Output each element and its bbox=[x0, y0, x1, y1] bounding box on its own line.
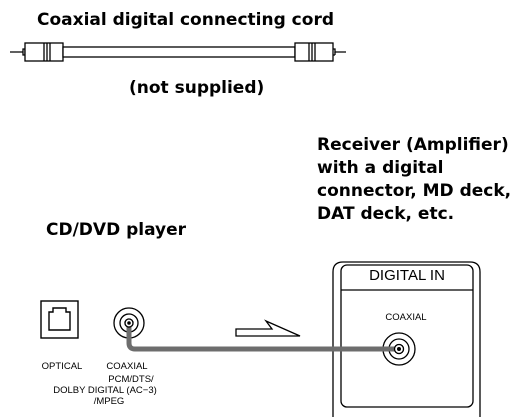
cord-note: (not supplied) bbox=[129, 78, 265, 98]
cable-end-player-dot bbox=[127, 321, 131, 325]
receiver-label-line-1: Receiver (Amplifier) bbox=[317, 135, 509, 155]
receiver-box bbox=[332, 261, 481, 417]
receiver-label-line-3: connector, MD deck, bbox=[317, 181, 512, 201]
cord-right-plug-body bbox=[294, 42, 334, 62]
receiver-label: Receiver (Amplifier) with a digital conn… bbox=[317, 134, 511, 226]
optical-jack-label: OPTICAL bbox=[41, 361, 83, 372]
receiver-outline bbox=[332, 261, 481, 417]
cord-title: Coaxial digital connecting cord bbox=[37, 10, 334, 30]
digital-in-panel bbox=[340, 264, 474, 408]
format-line-3: /MPEG bbox=[93, 396, 125, 407]
receiver-label-line-4: DAT deck, etc. bbox=[317, 204, 455, 224]
cord-cable bbox=[62, 46, 296, 58]
format-line-1: PCM/DTS/ bbox=[108, 374, 154, 385]
player-label: CD/DVD player bbox=[46, 220, 187, 240]
receiver-jack-label: COAXIAL bbox=[385, 312, 427, 323]
connection-cable bbox=[126, 320, 402, 352]
cable-end-receiver-dot bbox=[397, 347, 401, 351]
format-labels: PCM/DTS/ DOLBY DIGITAL (AC−3) /MPEG bbox=[20, 374, 190, 407]
cord-left-plug-tip bbox=[10, 48, 26, 56]
receiver-label-line-2: with a digital bbox=[317, 158, 444, 178]
format-line-2: DOLBY DIGITAL (AC−3) bbox=[53, 385, 157, 396]
receiver-panel-title: DIGITAL IN bbox=[369, 267, 445, 284]
signal-direction-arrow bbox=[235, 319, 301, 337]
coaxial-cord-illustration bbox=[10, 42, 346, 62]
optical-jack bbox=[40, 300, 79, 339]
coaxial-jack-label: COAXIAL bbox=[106, 361, 148, 372]
